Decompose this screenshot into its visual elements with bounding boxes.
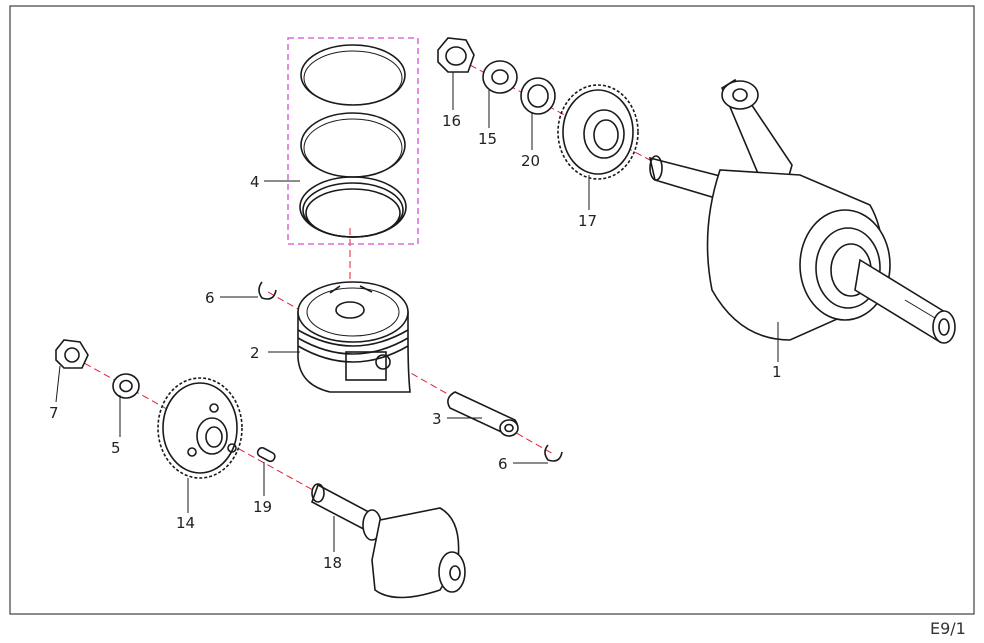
circlip-lower [544,444,563,462]
crank-gear [557,84,639,180]
callout-2: 2 [250,344,260,362]
piston-ring-set [299,44,407,238]
callout-labels: 1 2 3 4 5 6 6 7 14 15 16 17 18 19 20 [49,112,782,572]
piston [297,281,411,393]
callout-14: 14 [176,514,195,532]
page-reference-code: E9/1 [930,619,966,638]
callout-15: 15 [478,130,497,148]
washer-15 [482,60,518,94]
leader-lines [55,72,779,552]
callout-18: 18 [323,554,342,572]
callout-6a: 6 [205,289,215,307]
callout-6b: 6 [498,455,508,473]
callout-1: 1 [772,363,782,381]
piston-pin [447,391,519,437]
callout-5: 5 [111,439,121,457]
callout-20: 20 [521,152,540,170]
crankshaft [648,78,956,344]
callout-17: 17 [578,212,597,230]
balancer-shaft [311,483,466,599]
washer-20 [520,77,556,115]
flange-nut-top [437,37,475,73]
circlip-upper [258,281,277,300]
callout-16: 16 [442,112,461,130]
callout-4: 4 [250,173,260,191]
piston-ring-set-box [287,37,419,245]
hex-nut-left [55,339,89,369]
diagram-frame [9,5,975,615]
balancer-gear [157,377,243,479]
washer-5 [112,373,140,399]
woodruff-key [256,446,276,463]
callout-7: 7 [49,404,59,422]
callout-19: 19 [253,498,272,516]
callout-3: 3 [432,410,442,428]
